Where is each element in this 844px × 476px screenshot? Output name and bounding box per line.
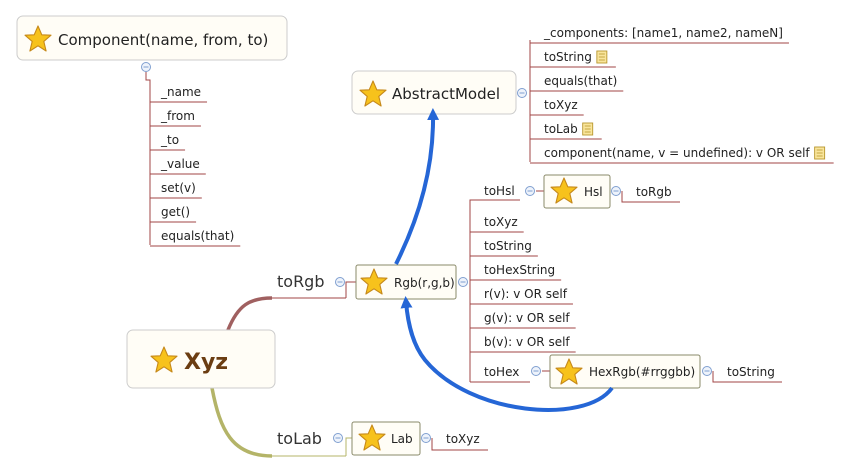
note-icon bbox=[596, 50, 608, 64]
branch-torgb[interactable]: toRgb bbox=[272, 272, 346, 299]
component-child[interactable]: get() bbox=[161, 205, 190, 219]
link-center-to-tolab bbox=[210, 387, 273, 458]
component-title: Component(name, from, to) bbox=[58, 31, 268, 49]
arrow-hexrgb-to-rgb bbox=[400, 296, 614, 412]
abstract-model-child[interactable]: toXyz bbox=[544, 98, 578, 112]
component-child[interactable]: equals(that) bbox=[161, 229, 234, 243]
hexrgb-node[interactable]: HexRgb(#rrggbb) bbox=[549, 354, 701, 389]
lab-node[interactable]: Lab bbox=[351, 421, 421, 456]
note-icon bbox=[582, 122, 594, 136]
component-child[interactable]: _from bbox=[160, 109, 195, 123]
branch-tolab-label: toLab bbox=[277, 429, 322, 448]
arrow-rgb-to-abstractmodel bbox=[394, 108, 440, 265]
branch-tolab[interactable]: toLab bbox=[272, 429, 346, 457]
hexrgb-child-tostring[interactable]: toString bbox=[727, 365, 775, 379]
lab-child-toxyz[interactable]: toXyz bbox=[446, 432, 480, 446]
component-node[interactable]: Component(name, from, to) bbox=[16, 15, 288, 61]
abstract-model-child[interactable]: component(name, v = undefined): v OR sel… bbox=[544, 146, 810, 160]
rgb-child[interactable]: toString bbox=[484, 239, 532, 253]
component-child[interactable]: set(v) bbox=[161, 181, 196, 195]
abstract-model-child[interactable]: equals(that) bbox=[544, 74, 617, 88]
abstract-model-title: AbstractModel bbox=[392, 85, 500, 103]
abstract-model-node[interactable]: AbstractModel bbox=[351, 70, 517, 115]
rgb-child[interactable]: toXyz bbox=[484, 215, 518, 229]
hexrgb-title: HexRgb(#rrggbb) bbox=[589, 365, 695, 379]
hsl-child-torgb[interactable]: toRgb bbox=[636, 185, 672, 199]
rgb-child[interactable]: b(v): v OR self bbox=[484, 335, 570, 349]
rgb-child-tohsl[interactable]: toHsl bbox=[484, 184, 515, 198]
center-node[interactable]: Xyz bbox=[126, 329, 276, 389]
hsl-title: Hsl bbox=[584, 185, 603, 199]
rgb-title: Rgb(r,g,b) bbox=[394, 276, 455, 290]
abstract-model-child[interactable]: toString bbox=[544, 50, 592, 64]
lab-title: Lab bbox=[391, 432, 413, 446]
branch-torgb-label: toRgb bbox=[277, 272, 325, 291]
rgb-node[interactable]: Rgb(r,g,b) bbox=[355, 264, 457, 300]
rgb-child[interactable]: g(v): v OR self bbox=[484, 311, 570, 325]
component-child[interactable]: _value bbox=[160, 157, 200, 171]
component-child[interactable]: _to bbox=[160, 133, 179, 147]
abstract-model-child[interactable]: _components: [name1, name2, nameN] bbox=[543, 26, 783, 40]
component-child[interactable]: _name bbox=[160, 85, 201, 99]
rgb-child[interactable]: r(v): v OR self bbox=[484, 287, 568, 301]
abstract-model-child[interactable]: toLab bbox=[544, 122, 578, 136]
rgb-child-tohex[interactable]: toHex bbox=[484, 365, 519, 379]
hsl-node[interactable]: Hsl bbox=[543, 174, 611, 209]
link-center-to-torgb bbox=[226, 296, 273, 331]
rgb-child[interactable]: toHexString bbox=[484, 263, 555, 277]
center-title: Xyz bbox=[184, 350, 228, 375]
note-icon bbox=[814, 146, 826, 160]
